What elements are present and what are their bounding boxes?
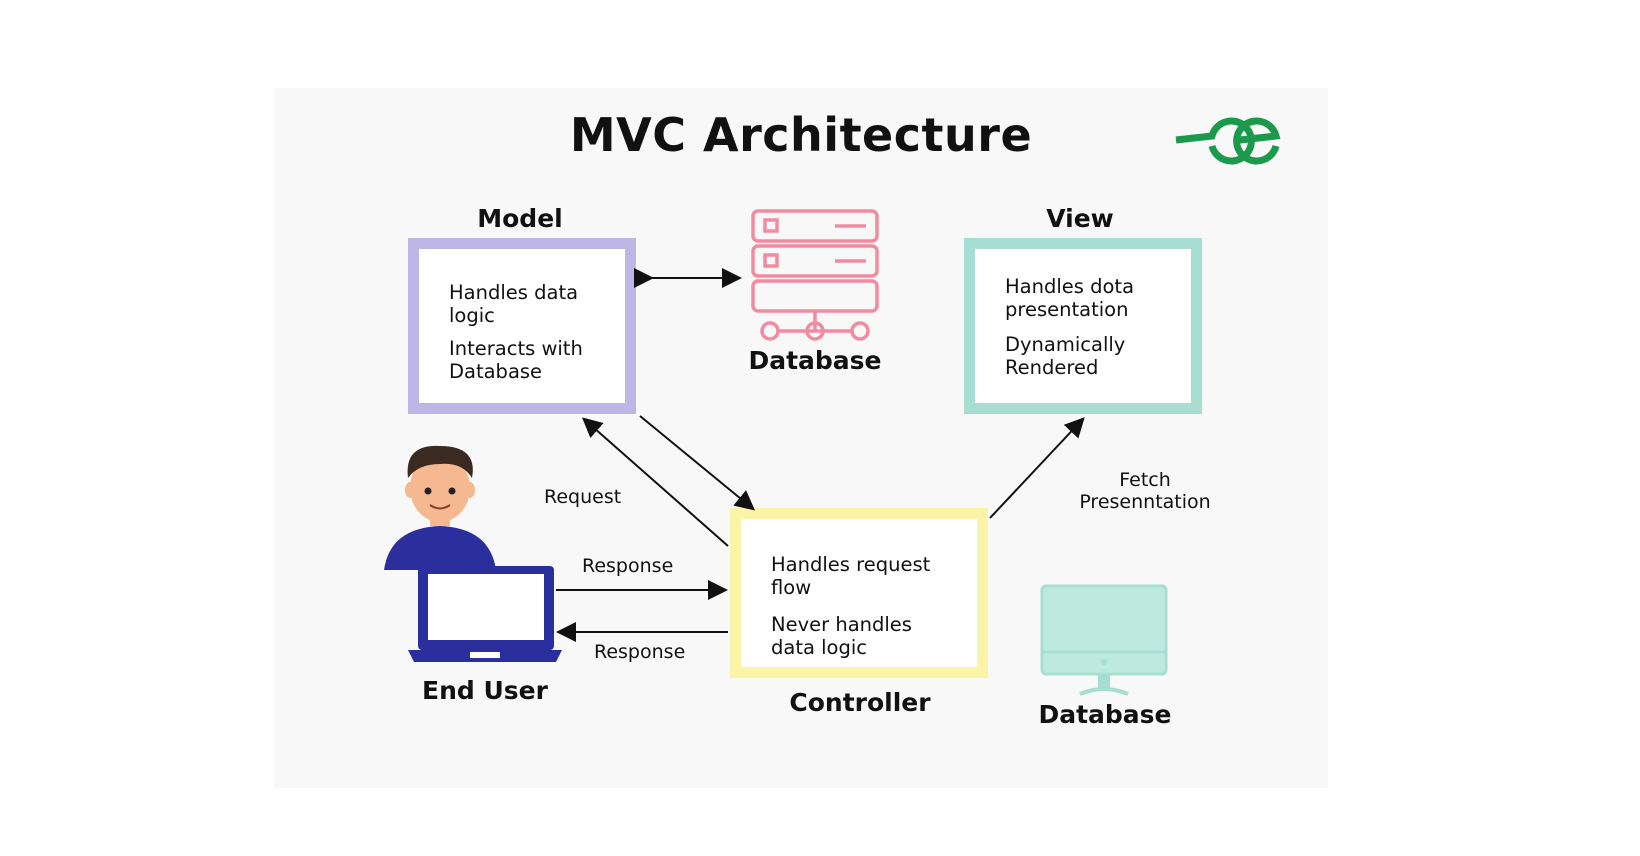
response-top-label: Response <box>582 555 674 577</box>
model-text-2: Interacts with Database <box>449 337 583 383</box>
view-text-1: Handles dota presentation <box>1005 275 1135 321</box>
controller-text-1: Handles request flow <box>771 553 931 599</box>
diagram-title: MVC Architecture <box>569 108 1033 162</box>
response-bottom-label: Response <box>594 641 686 663</box>
model-box: Handles data logic Interacts with Databa… <box>408 238 636 414</box>
database-bottom-label: Database <box>1038 700 1172 729</box>
view-box: Handles dota presentation Dynamically Re… <box>964 238 1202 414</box>
model-text-1: Handles data logic <box>449 281 579 327</box>
end-user-label: End User <box>422 676 548 705</box>
view-text-2: Dynamically Rendered <box>1005 333 1126 379</box>
model-heading: Model <box>477 204 563 233</box>
view-heading: View <box>1046 204 1114 233</box>
database-top-label: Database <box>748 346 882 375</box>
request-label: Request <box>544 486 622 508</box>
controller-heading: Controller <box>789 688 931 717</box>
controller-text-2: Never handles data logic <box>771 613 912 659</box>
controller-box: Handles request flow Never handles data … <box>730 508 988 678</box>
fetch-presentation-label: Fetch Presenntation <box>1079 469 1211 513</box>
